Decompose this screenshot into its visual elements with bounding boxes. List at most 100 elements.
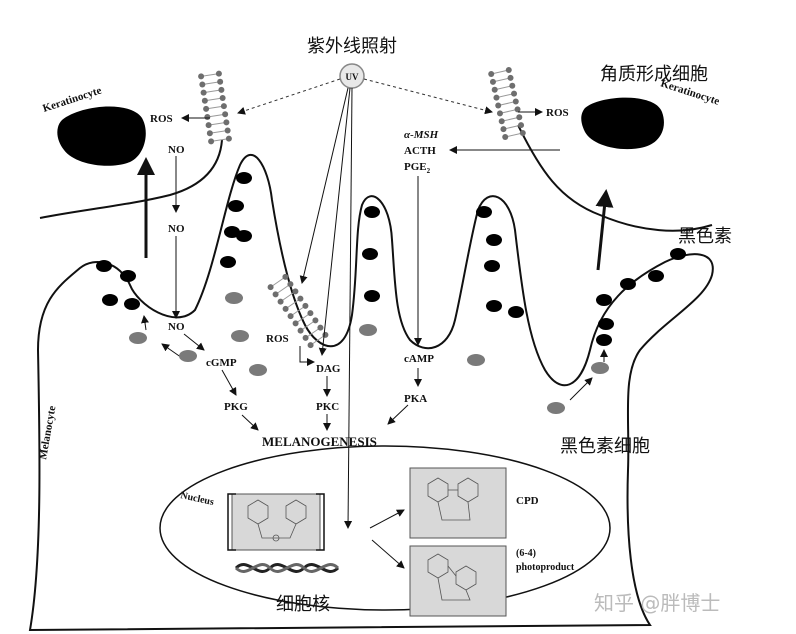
lipid-head — [512, 98, 519, 105]
pkg-arrow — [241, 414, 259, 431]
membrane-bilayer-center — [267, 273, 329, 349]
lipid-head — [224, 127, 231, 134]
melanin-granule — [648, 270, 664, 282]
acth-label: ACTH — [404, 145, 436, 157]
dag-label: DAG — [316, 363, 341, 375]
lipid-head — [223, 119, 230, 126]
nucleus-chinese-label: 细胞核 — [276, 594, 330, 615]
membrane-bilayer-left — [198, 70, 232, 145]
lipid-head — [267, 284, 274, 291]
lipid-head — [507, 74, 514, 81]
lipid-tail — [202, 81, 221, 85]
uv-label: UV — [346, 72, 359, 82]
melanin-granule — [364, 290, 380, 302]
lipid-tail — [204, 97, 223, 102]
lipid-tail — [207, 113, 226, 118]
lipid-head — [292, 288, 299, 295]
no-label-3: NO — [168, 321, 185, 333]
lipid-tail — [211, 138, 229, 142]
lipid-head — [220, 103, 227, 110]
melanin-granule — [362, 248, 378, 260]
lipid-head — [272, 291, 279, 298]
photoproduct-box — [409, 545, 507, 617]
lipid-head — [519, 130, 526, 137]
melanin-granule — [224, 226, 240, 238]
lipid-head — [514, 106, 521, 113]
lipid-head — [297, 327, 304, 334]
melanogenesis-label: MELANOGENESIS — [262, 434, 377, 449]
lipid-head — [199, 81, 206, 88]
lipid-head — [302, 334, 309, 341]
melanosome-granule — [129, 332, 147, 344]
lipid-head — [488, 70, 495, 77]
lipid-head — [206, 130, 213, 137]
keratinocyte-membrane-left — [39, 139, 223, 219]
lipid-head — [505, 67, 512, 74]
melanosome-granule — [591, 362, 609, 374]
keratinocyte-membrane-right — [517, 124, 713, 232]
melanin-granule — [124, 298, 140, 310]
lipid-head — [489, 78, 496, 85]
lipid-head — [511, 90, 518, 97]
uv-chinese-label: 紫外线照射 — [307, 36, 397, 57]
pge-label: PGE2 — [404, 161, 431, 175]
melanin-granule — [228, 200, 244, 212]
melanin-chinese-label: 黑色素 — [678, 226, 732, 247]
lipid-head — [500, 126, 507, 133]
dna-helix-strand-2 — [234, 563, 340, 573]
pkc-label: PKC — [316, 401, 339, 413]
melanosome-granule — [547, 402, 565, 414]
lipid-head — [215, 70, 222, 77]
lipid-head — [516, 114, 523, 121]
lipid-tail — [206, 105, 224, 110]
lipid-head — [208, 138, 215, 145]
cgmp-label: cGMP — [206, 357, 237, 369]
lipid-head — [217, 78, 224, 85]
melanin-granule — [476, 206, 492, 218]
photoproduct-label-1: (6-4) — [516, 548, 536, 559]
cpd-label: CPD — [516, 495, 539, 507]
lipid-head — [282, 305, 289, 312]
membrane-bilayer-right — [488, 67, 526, 140]
transfer-arrow-right — [595, 189, 614, 271]
lipid-head — [491, 86, 498, 93]
lipid-head — [201, 97, 208, 104]
melanin-granule — [670, 248, 686, 260]
lipid-head — [225, 135, 232, 142]
melanosome-granule — [179, 350, 197, 362]
lipid-head — [205, 122, 212, 129]
lipid-head — [287, 313, 294, 320]
lipid-head — [297, 295, 304, 302]
melanin-granule — [484, 260, 500, 272]
lipid-head — [317, 324, 324, 331]
dna-structure-icon — [247, 499, 307, 542]
melanin-granule — [236, 172, 252, 184]
dna-arrow-cpd — [369, 509, 405, 529]
melanin-granule — [102, 294, 118, 306]
pka-arrow — [387, 404, 409, 425]
lipid-head — [203, 105, 210, 112]
melanin-granule — [596, 334, 612, 346]
lipid-head — [218, 86, 225, 93]
no-label-2: NO — [168, 223, 185, 235]
melanin-granule — [508, 306, 524, 318]
melanosome-granule — [467, 354, 485, 366]
lipid-head — [498, 118, 505, 125]
ros-dag-arrow — [299, 346, 315, 366]
ros-mid-label: ROS — [266, 333, 289, 345]
lipid-head — [204, 113, 211, 120]
melanin-granule — [220, 256, 236, 268]
lipid-head — [282, 273, 289, 280]
watermark: 知乎 @胖博士 — [594, 591, 720, 615]
melanin-granule — [120, 270, 136, 282]
maturation-arrow-r1 — [569, 377, 593, 401]
melanin-granules — [96, 172, 686, 414]
melanin-granule — [236, 230, 252, 242]
melanin-granule — [96, 260, 112, 272]
pkg-label: PKG — [224, 401, 248, 413]
melanin-granule — [486, 234, 502, 246]
lipid-head — [222, 111, 229, 118]
uv-arrow-left — [237, 78, 341, 115]
melanosome-granule — [359, 324, 377, 336]
lipid-tail — [208, 121, 227, 126]
